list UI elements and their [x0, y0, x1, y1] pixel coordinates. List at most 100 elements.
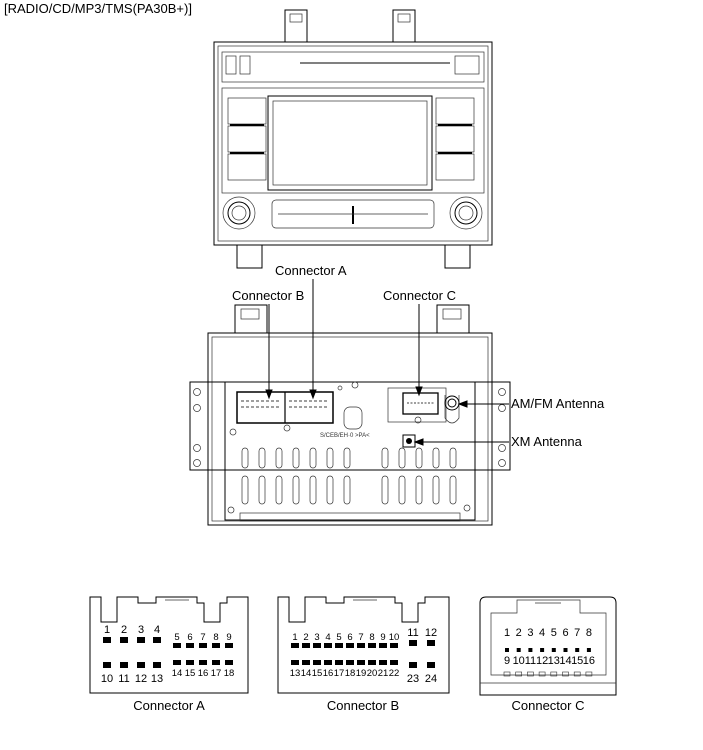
pin-11 — [409, 640, 417, 646]
pin-number: 15 — [312, 668, 323, 679]
vent-slot — [275, 447, 283, 469]
vent-slot — [415, 475, 423, 505]
pin-number: 5 — [336, 632, 341, 643]
pin-2 — [516, 648, 521, 652]
pin-number: 1 — [104, 624, 110, 636]
pin-2 — [302, 643, 310, 648]
pin-17 — [212, 660, 220, 665]
display-screen — [267, 95, 433, 191]
pin-23 — [409, 662, 417, 668]
pin-number: 6 — [347, 632, 352, 643]
vent-slot — [309, 447, 317, 469]
pin-number: 5 — [551, 627, 557, 639]
pin-10 — [390, 643, 398, 648]
latch-bump — [527, 671, 534, 677]
pin-7 — [357, 643, 365, 648]
vent-slot — [343, 475, 351, 505]
pin-number: 8 — [213, 632, 218, 643]
volume-knob — [222, 196, 256, 230]
pin-number: 18 — [345, 668, 356, 679]
vent-slot — [326, 475, 334, 505]
vent-slot — [432, 447, 440, 469]
tune-knob — [449, 196, 483, 230]
pin-9 — [379, 643, 387, 648]
pin-7 — [199, 643, 207, 648]
pin-number: 22 — [389, 668, 400, 679]
pin-number: 14 — [172, 668, 183, 679]
pin-number: 1 — [504, 627, 510, 639]
pin-number: 7 — [358, 632, 363, 643]
pin-number: 14 — [301, 668, 312, 679]
pin-number: 21 — [378, 668, 389, 679]
radio-rear-view: S/CEB/EH·0 >PA< — [189, 304, 511, 526]
pin-1 — [103, 637, 111, 643]
pin-number: 10 — [101, 673, 113, 685]
pin-number: 20 — [367, 668, 378, 679]
pin-number: 16 — [323, 668, 334, 679]
latch-bump — [562, 671, 569, 677]
pin-3 — [313, 643, 321, 648]
latch-bump — [538, 671, 546, 677]
pin-10 — [103, 662, 111, 668]
pin-5 — [551, 648, 556, 652]
pin-17 — [335, 660, 343, 665]
pin-number: 8 — [586, 627, 592, 639]
pin-number: 14 — [559, 655, 571, 667]
pin-number: 6 — [187, 632, 192, 643]
pin-number: 9 — [504, 655, 510, 667]
pin-number: 6 — [562, 627, 568, 639]
pin-number: 11 — [118, 673, 129, 685]
callout-connector-a: Connector A — [275, 263, 347, 278]
pin-4 — [324, 643, 332, 648]
pin-number: 1 — [292, 632, 297, 643]
am-fm-antenna-jack — [444, 395, 460, 411]
pin-number: 5 — [174, 632, 179, 643]
callout-am-fm-antenna: AM/FM Antenna — [511, 396, 605, 411]
pin-number: 4 — [154, 624, 160, 636]
pin-number: 10 — [389, 632, 400, 643]
pin-16 — [199, 660, 207, 665]
pin-12 — [427, 640, 435, 646]
pin-7 — [575, 648, 580, 652]
pin-6 — [346, 643, 354, 648]
callout-xm-antenna: XM Antenna — [511, 434, 583, 449]
diagram-title: [RADIO/CD/MP3/TMS(PA30B+)] — [4, 1, 192, 16]
pin-3 — [137, 637, 145, 643]
pin-number: 13 — [548, 655, 560, 667]
pin-number: 13 — [290, 668, 301, 679]
connector-a-label: Connector A — [133, 698, 205, 713]
pin-21 — [379, 660, 387, 665]
pin-18 — [225, 660, 233, 665]
pin-2 — [120, 637, 128, 643]
pin-number: 17 — [334, 668, 345, 679]
pin-number: 4 — [539, 627, 545, 639]
latch-bump — [515, 671, 523, 677]
pin-number: 4 — [325, 632, 330, 643]
callout-connector-c: Connector C — [383, 288, 456, 303]
pin-5 — [335, 643, 343, 648]
vent-slot — [241, 475, 249, 505]
vent-slot — [326, 447, 334, 469]
pin-22 — [390, 660, 398, 665]
pin-8 — [368, 643, 376, 648]
pin-6 — [563, 648, 568, 652]
pin-20 — [368, 660, 376, 665]
connector-c-label: Connector C — [512, 698, 585, 713]
pin-9 — [225, 643, 233, 648]
callout-connector-b: Connector B — [232, 288, 304, 303]
vent-slot — [258, 447, 266, 469]
pin-number: 3 — [314, 632, 319, 643]
pin-14 — [302, 660, 310, 665]
connector-c-socket — [402, 392, 439, 415]
pin-number: 16 — [198, 668, 209, 679]
pin-number: 9 — [380, 632, 385, 643]
pin-number: 23 — [407, 673, 419, 685]
callouts: Connector A Connector B Connector C AM/F… — [232, 263, 605, 449]
vent-slot — [398, 447, 406, 469]
pin-13 — [153, 662, 161, 668]
pin-number: 3 — [527, 627, 533, 639]
pin-24 — [427, 662, 435, 668]
pin-15 — [313, 660, 321, 665]
pin-18 — [346, 660, 354, 665]
